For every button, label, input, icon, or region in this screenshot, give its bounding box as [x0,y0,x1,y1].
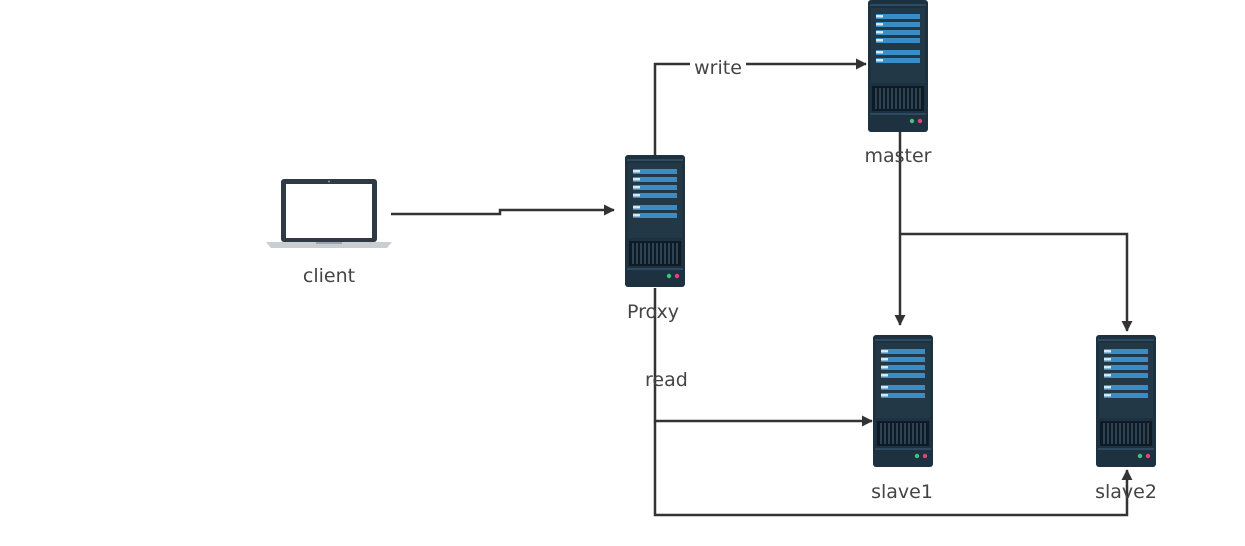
edge-proxy-to-slave1 [653,288,873,427]
server-icon [873,335,933,467]
edge-proxy-to-master [653,58,867,155]
slave1-node: slave1 [871,335,933,503]
server-icon [868,0,928,132]
server-icon [625,155,685,287]
edge-label-write: write [690,55,746,79]
edge-proxy-to-slave2 [653,421,1133,517]
write-label: write [694,57,742,79]
edge-label-read: read [645,369,688,391]
read-label: read [645,369,688,391]
master-node: master [864,0,932,167]
server-icon [1096,335,1156,467]
slave1-label: slave1 [871,481,933,503]
edge-master-to-slave2 [900,232,1133,332]
proxy-label: Proxy [627,301,679,323]
master-label: master [864,145,931,167]
edge-client-to-proxy [391,204,615,216]
connectors [391,58,1133,517]
slave2-node: slave2 [1095,335,1157,503]
slave2-label: slave2 [1095,481,1157,503]
laptop-icon [266,179,392,248]
client-node: client [266,179,392,287]
proxy-node: Proxy [625,155,685,323]
client-label: client [303,265,355,287]
